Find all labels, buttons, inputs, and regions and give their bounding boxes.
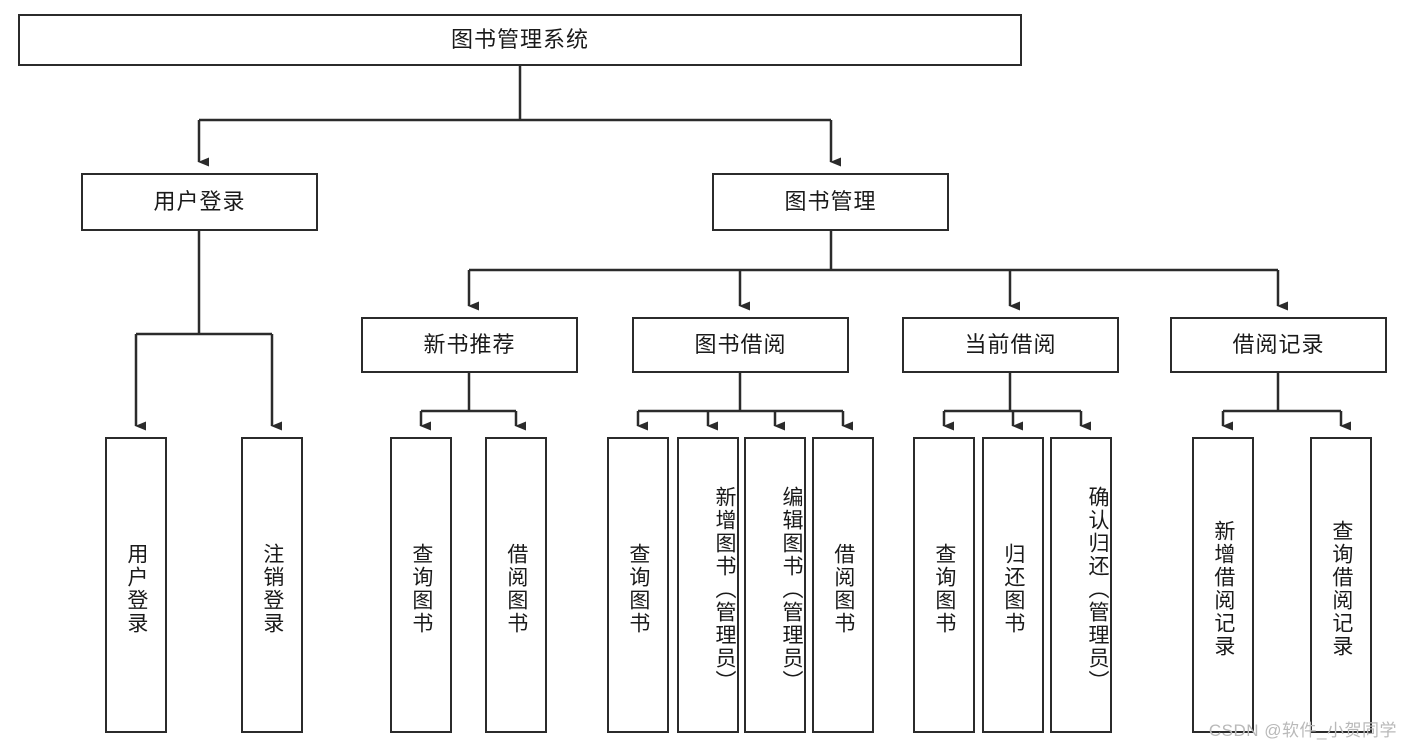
leaf-edit-book-admin[interactable]: 编辑图书（管理员） — [744, 437, 806, 733]
leaf-confirm-return-admin[interactable]: 确认归还（管理员） — [1050, 437, 1112, 733]
leaf-query-borrow-record[interactable]: 查询借阅记录 — [1310, 437, 1372, 733]
node-borrow-record[interactable]: 借阅记录 — [1170, 317, 1387, 373]
leaf-return-book[interactable]: 归还图书 — [982, 437, 1044, 733]
node-new-book-recommend[interactable]: 新书推荐 — [361, 317, 578, 373]
node-current-borrow[interactable]: 当前借阅 — [902, 317, 1119, 373]
leaf-borrow-book-recommend[interactable]: 借阅图书 — [485, 437, 547, 733]
node-user-login[interactable]: 用户登录 — [81, 173, 318, 231]
leaf-query-book-borrow[interactable]: 查询图书 — [607, 437, 669, 733]
leaf-user-login[interactable]: 用户登录 — [105, 437, 167, 733]
leaf-query-book-current[interactable]: 查询图书 — [913, 437, 975, 733]
leaf-logout[interactable]: 注销登录 — [241, 437, 303, 733]
node-book-management[interactable]: 图书管理 — [712, 173, 949, 231]
leaf-borrow-book[interactable]: 借阅图书 — [812, 437, 874, 733]
leaf-query-book-recommend[interactable]: 查询图书 — [390, 437, 452, 733]
leaf-add-borrow-record[interactable]: 新增借阅记录 — [1192, 437, 1254, 733]
leaf-add-book-admin[interactable]: 新增图书（管理员） — [677, 437, 739, 733]
node-root-book-management-system[interactable]: 图书管理系统 — [18, 14, 1022, 66]
node-book-borrow[interactable]: 图书借阅 — [632, 317, 849, 373]
